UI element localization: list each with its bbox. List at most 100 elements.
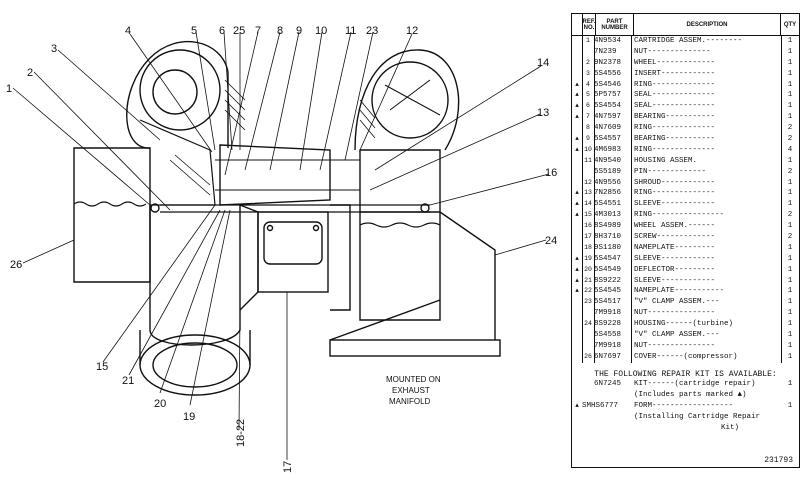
row-mark: ▲ [575, 211, 579, 219]
turbine-volute [354, 49, 460, 151]
callout-20: 20 [154, 398, 166, 410]
row-description: SLEEVE------------ [634, 276, 716, 285]
callout-19: 19 [183, 411, 195, 423]
row-part-number: 5S4551 [594, 200, 622, 209]
row-qty: 1 [787, 113, 793, 122]
table-row: 5S4558"V" CLAMP ASSEM.---1 [572, 330, 799, 341]
callout-7: 7 [255, 25, 261, 37]
kit-2-mark: ▲ [575, 401, 579, 409]
row-qty: 1 [787, 58, 793, 67]
qty-header: QTY [783, 21, 797, 28]
mark-column-header [572, 14, 583, 35]
row-part-number: 5S4545 [594, 287, 622, 296]
row-mark [572, 243, 582, 254]
row-ref-no: 9 [586, 135, 590, 143]
table-row: 5S5189 PIN-------------2 [572, 167, 799, 178]
callout-5: 5 [191, 25, 197, 37]
row-description: CARTRIDGE ASSEM.-------- [634, 37, 743, 45]
kit-2-part-number: SMHS6777 [582, 401, 619, 410]
row-ref-no: 7 [586, 113, 590, 121]
row-mark [572, 156, 582, 167]
row-ref-no [582, 341, 594, 352]
row-description: RING-------------- [634, 145, 716, 154]
row-mark [572, 58, 582, 69]
callout-21: 21 [122, 375, 134, 387]
row-ref-no [582, 330, 594, 341]
callout-12: 12 [406, 25, 418, 37]
kit-1-part-number: 6N7245 [594, 380, 622, 388]
callout-16: 16 [545, 167, 557, 179]
callout-18-22: 18-22 [235, 419, 247, 447]
row-ref-no: 24 [584, 320, 592, 328]
row-part-number: 5P5757 [594, 91, 622, 100]
row-description: RING-------------- [634, 124, 716, 133]
row-mark: ▲ [575, 145, 579, 153]
row-qty: 2 [787, 135, 793, 144]
row-qty: 1 [787, 331, 793, 340]
row-description: PIN------------- [634, 167, 707, 176]
row-ref-no: 14 [584, 200, 592, 208]
callout-8: 8 [277, 25, 283, 37]
kit-1-mark [572, 379, 582, 390]
kit-1-note: (Includes parts marked ▲) [634, 390, 747, 399]
row-qty: 1 [787, 178, 793, 187]
row-qty: 1 [787, 80, 793, 89]
row-description: SCREW------------- [634, 233, 716, 242]
row-qty: 4 [787, 145, 793, 154]
callout-17: 17 [282, 461, 294, 473]
part-number-header: PART NUMBER [596, 14, 634, 35]
row-description: NUT-------------- [634, 47, 711, 56]
housing-window [257, 211, 329, 293]
row-qty: 1 [787, 287, 793, 296]
kit-1-description: KIT------(cartridge repair) [634, 380, 756, 388]
row-ref-no: 10 [584, 145, 592, 153]
row-description: NAMEPLATE----------- [634, 287, 725, 296]
row-mark [572, 232, 582, 243]
row-description: RING---------------- [634, 211, 725, 220]
row-qty: 1 [787, 341, 793, 350]
row-mark: ▲ [575, 276, 579, 284]
row-description: BEARING----------- [634, 135, 716, 144]
row-description: INSERT------------ [634, 69, 716, 78]
row-qty: 1 [787, 47, 793, 56]
callout-10: 10 [315, 25, 327, 37]
callout-1: 1 [6, 83, 12, 95]
row-ref-no [582, 308, 594, 319]
row-part-number: 7N2856 [594, 189, 622, 198]
row-ref-no: 13 [584, 189, 592, 197]
row-qty: 1 [787, 298, 793, 307]
row-description: "V" CLAMP ASSEM.--- [634, 331, 720, 340]
parts-table-header: REF. NO. PART NUMBER DESCRIPTION QTY [572, 14, 799, 36]
row-description: HOUSING ASSEM. [634, 156, 698, 165]
table-row: 7M9918 NUT---------------1 [572, 341, 799, 352]
callout-26: 26 [10, 259, 22, 271]
callout-15: 15 [96, 361, 108, 373]
row-mark [572, 319, 582, 330]
callout-25: 25 [233, 25, 245, 37]
row-mark: ▲ [575, 91, 579, 99]
row-ref-no: 20 [584, 265, 592, 273]
row-mark: ▲ [575, 265, 579, 273]
callout-3: 3 [51, 43, 57, 55]
row-part-number: 5S4547 [594, 254, 622, 263]
row-ref-no: 26 [584, 352, 592, 360]
row-qty: 1 [787, 309, 793, 318]
description-header: DESCRIPTION [634, 14, 781, 35]
row-qty: 1 [787, 320, 793, 329]
table-row: 7M9918 NUT---------------1 [572, 308, 799, 319]
row-ref-no: 2 [586, 58, 590, 66]
row-ref-no: 11 [584, 156, 592, 164]
repair-kit-section: THE FOLLOWING REPAIR KIT IS AVAILABLE: 6… [572, 370, 799, 433]
